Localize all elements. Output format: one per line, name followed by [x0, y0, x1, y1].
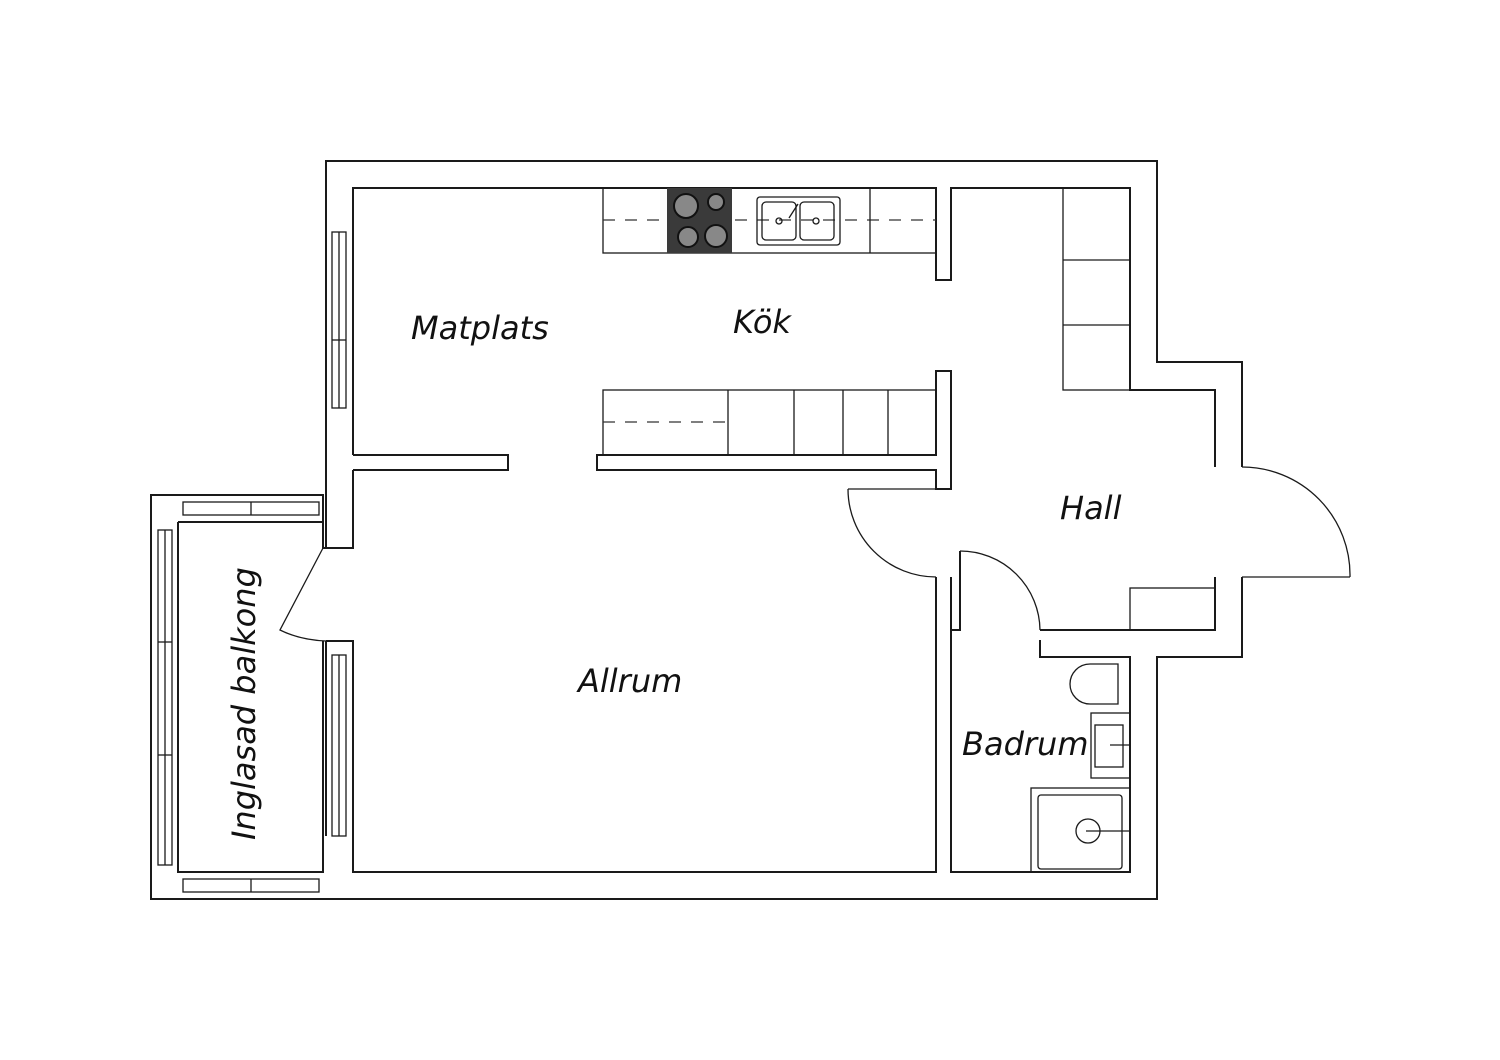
- kitchen-counter-top: [602, 187, 937, 254]
- washbasin-icon: [1090, 712, 1131, 779]
- hall-wardrobes: [1062, 187, 1216, 631]
- room-label-matplats: Matplats: [411, 309, 549, 347]
- room-label-allrum: Allrum: [576, 662, 682, 700]
- shower-icon: [1030, 787, 1131, 873]
- sink-icon: [756, 196, 841, 246]
- windows: [157, 231, 347, 893]
- bathroom-fixtures: [1030, 663, 1131, 873]
- room-label-kok: Kök: [733, 303, 792, 341]
- doors: [279, 466, 1351, 642]
- stove-icon: [667, 188, 732, 253]
- toilet-icon: [1069, 663, 1119, 705]
- room-label-hall: Hall: [1060, 489, 1122, 527]
- room-label-balkong: Inglasad balkong: [225, 567, 263, 840]
- kitchen-counter-bottom: [602, 389, 937, 456]
- room-labels: Matplats Kök Hall Allrum Badrum Inglasad…: [225, 303, 1122, 840]
- room-label-badrum: Badrum: [962, 725, 1088, 763]
